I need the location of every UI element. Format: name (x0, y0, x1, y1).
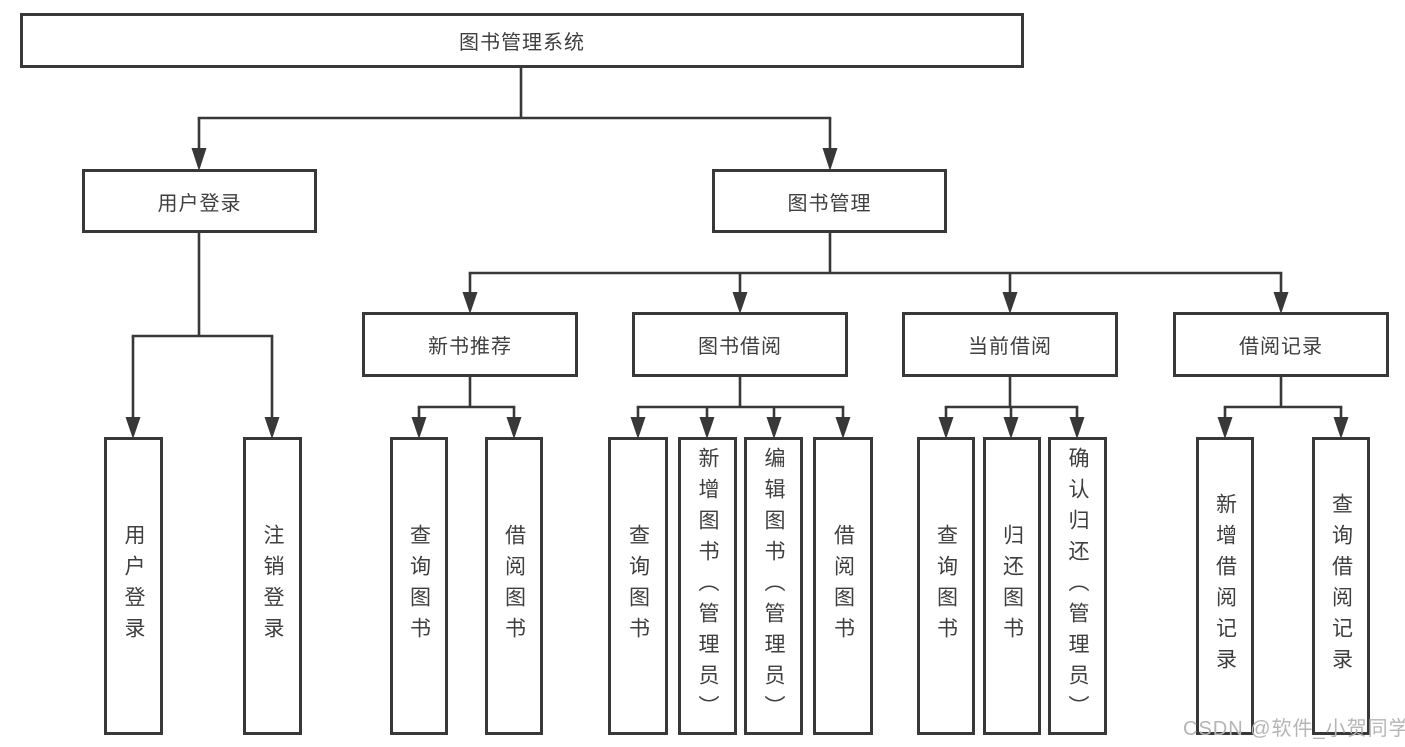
leaf-records-add-record: 新增借阅记录 (1196, 437, 1254, 735)
node-new-book-recommendation: 新书推荐 (362, 312, 578, 377)
leaf-borrowing-add-book-admin-label: 新增图书（管理员） (696, 446, 719, 726)
leaf-current-query-book-label: 查询图书 (934, 524, 958, 648)
leaf-newbook-borrow-book-label: 借阅图书 (502, 524, 526, 648)
node-current-borrowing-label: 当前借阅 (968, 336, 1052, 358)
leaf-newbook-query-book-label: 查询图书 (407, 524, 431, 648)
leaf-current-return-book: 归还图书 (983, 437, 1041, 735)
node-root-label: 图书管理系统 (459, 32, 585, 54)
leaf-borrowing-query-book-label: 查询图书 (626, 524, 650, 648)
leaf-current-return-book-label: 归还图书 (1000, 524, 1024, 648)
leaf-newbook-borrow-book: 借阅图书 (485, 437, 543, 735)
leaf-current-confirm-return-admin-label: 确认归还（管理员） (1066, 446, 1089, 726)
leaf-borrowing-borrow-book-label: 借阅图书 (831, 524, 855, 648)
leaf-borrowing-borrow-book: 借阅图书 (813, 437, 873, 735)
node-root: 图书管理系统 (20, 13, 1024, 68)
node-user-login-label: 用户登录 (157, 192, 242, 215)
leaf-borrowing-query-book: 查询图书 (608, 437, 668, 735)
leaf-current-query-book: 查询图书 (917, 437, 975, 735)
node-new-book-recommendation-label: 新书推荐 (428, 336, 512, 358)
node-book-borrowing: 图书借阅 (632, 312, 848, 377)
arrowhead-icons (125, 148, 1349, 439)
node-current-borrowing: 当前借阅 (902, 312, 1118, 377)
node-book-management-branch: 图书管理 (712, 169, 947, 233)
leaf-user-login-label: 用户登录 (122, 524, 145, 648)
node-book-borrowing-label: 图书借阅 (698, 336, 782, 358)
leaf-borrowing-edit-book-admin: 编辑图书（管理员） (744, 437, 803, 735)
csdn-watermark: CSDN @软件_小贺同学 (1183, 718, 1405, 740)
leaf-user-login: 用户登录 (104, 437, 163, 735)
node-borrowing-records: 借阅记录 (1173, 312, 1389, 377)
node-user-login-branch: 用户登录 (82, 169, 317, 233)
node-book-management-label: 图书管理 (787, 192, 872, 215)
leaf-records-query-record: 查询借阅记录 (1312, 437, 1370, 735)
node-borrowing-records-label: 借阅记录 (1239, 336, 1323, 358)
leaf-borrowing-add-book-admin: 新增图书（管理员） (678, 437, 737, 735)
leaf-newbook-query-book: 查询图书 (390, 437, 448, 735)
leaf-current-confirm-return-admin: 确认归还（管理员） (1048, 437, 1107, 735)
leaf-logout-label: 注销登录 (261, 524, 284, 648)
leaf-records-query-record-label: 查询借阅记录 (1329, 493, 1353, 679)
leaf-records-add-record-label: 新增借阅记录 (1213, 493, 1237, 679)
leaf-borrowing-edit-book-admin-label: 编辑图书（管理员） (762, 446, 785, 726)
leaf-logout: 注销登录 (243, 437, 302, 735)
